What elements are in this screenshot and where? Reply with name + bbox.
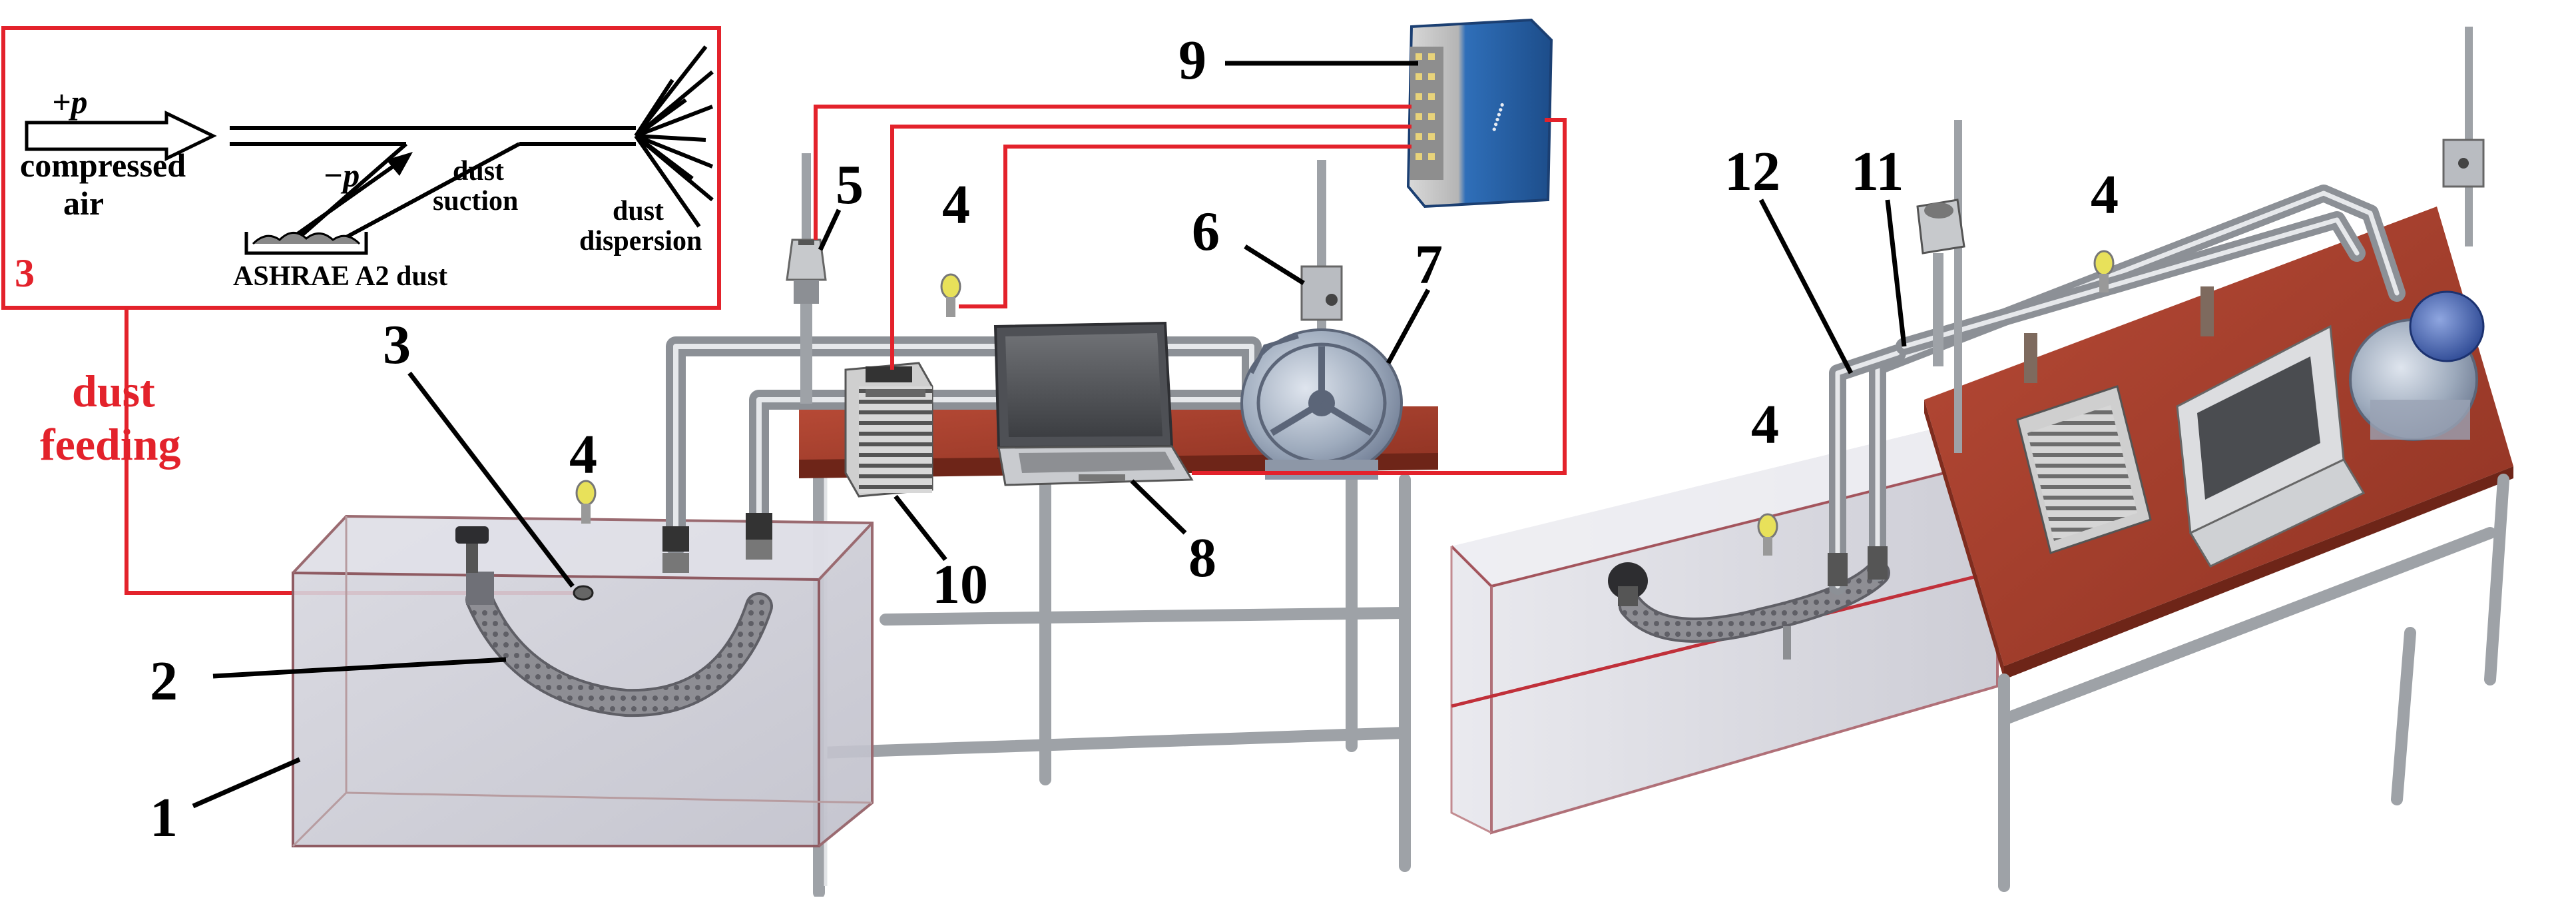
dust-feeding-connector: dust feeding xyxy=(40,308,579,595)
label-12-right-duct: 12 xyxy=(1724,141,1780,203)
leader-lines-right xyxy=(1758,199,1907,374)
right-air-ducts xyxy=(1828,185,2406,595)
dust-inlet-nozzle xyxy=(573,585,594,601)
temperature-humidity-sensor-4-table xyxy=(940,273,961,317)
right-pressure-sensor xyxy=(1916,199,1965,366)
dust-hose xyxy=(455,526,773,717)
component-number-labels: 1 2 3 4 4 5 6 7 8 9 10 11 12 4 4 xyxy=(150,29,2119,849)
signal-wires xyxy=(814,105,1567,475)
left-test-rig: •••••• xyxy=(192,18,1567,899)
label-2-hose: 2 xyxy=(150,650,178,712)
right-dust-hose xyxy=(1608,560,1890,660)
dust-feeding-label-2: feeding xyxy=(40,419,181,470)
dust-feeding-label-1: dust xyxy=(72,366,155,416)
compressed-air-label-2: air xyxy=(63,185,104,222)
label-7-blower: 7 xyxy=(1415,234,1443,296)
pressure-sensor-5 xyxy=(786,153,827,404)
label-6-flow-sensor: 6 xyxy=(1192,201,1220,262)
label-1-tank: 1 xyxy=(150,787,178,849)
label-3-feed-nozzle: 3 xyxy=(383,314,411,376)
right-temperature-sensor-tank xyxy=(1757,513,1778,556)
label-8-laptop: 8 xyxy=(1188,527,1216,589)
label-10-logger: 10 xyxy=(932,554,988,616)
left-table-frame xyxy=(813,454,1411,899)
compressed-air-label-1: compressed xyxy=(20,147,186,184)
positive-pressure-label: +p xyxy=(52,83,88,121)
dust-dispersion-label-2: dispersion xyxy=(579,226,702,256)
inset-frame xyxy=(1,26,721,310)
label-4-right-tank: 4 xyxy=(1751,394,1779,456)
leader-lines-left xyxy=(192,61,1431,809)
suction-arrow-icon xyxy=(292,152,413,239)
label-9-daq: 9 xyxy=(1178,29,1206,91)
label-4-table-sensor: 4 xyxy=(942,174,970,236)
temperature-humidity-sensor-4-tank xyxy=(575,480,597,524)
label-4-right-table: 4 xyxy=(2091,164,2119,226)
dust-feeding-inset: +p compressed air −p dust suction dust d… xyxy=(1,26,721,310)
dust-dispersion-label-1: dust xyxy=(613,196,664,226)
data-logger-10 xyxy=(844,362,933,498)
label-5-pressure-sensor: 5 xyxy=(836,154,864,216)
inset-number-label: 3 xyxy=(15,251,35,295)
dust-suction-label-1: dust xyxy=(453,156,504,187)
right-temperature-sensor-table xyxy=(2093,250,2115,292)
right-test-rig xyxy=(1450,27,2513,892)
ashrae-dust-label: ASHRAE A2 dust xyxy=(233,261,447,292)
dust-tray-icon xyxy=(244,232,368,255)
daq-module-9: •••••• xyxy=(1406,18,1553,209)
label-11-right-duct: 11 xyxy=(1851,141,1904,203)
right-table-frame xyxy=(1998,474,2509,892)
right-data-logger xyxy=(2016,385,2152,554)
blower-7 xyxy=(1240,328,1403,480)
right-posts xyxy=(2024,286,2214,383)
negative-pressure-label: −p xyxy=(323,157,360,194)
right-blower xyxy=(2349,290,2485,441)
compressed-air-arrow-icon xyxy=(25,111,217,161)
label-4-tank-sensor: 4 xyxy=(569,424,597,486)
dust-suction-label-2: suction xyxy=(433,186,518,217)
dust-dispersion-spray-icon xyxy=(634,45,714,228)
laptop-8 xyxy=(993,321,1194,486)
right-laptop xyxy=(2176,324,2366,568)
